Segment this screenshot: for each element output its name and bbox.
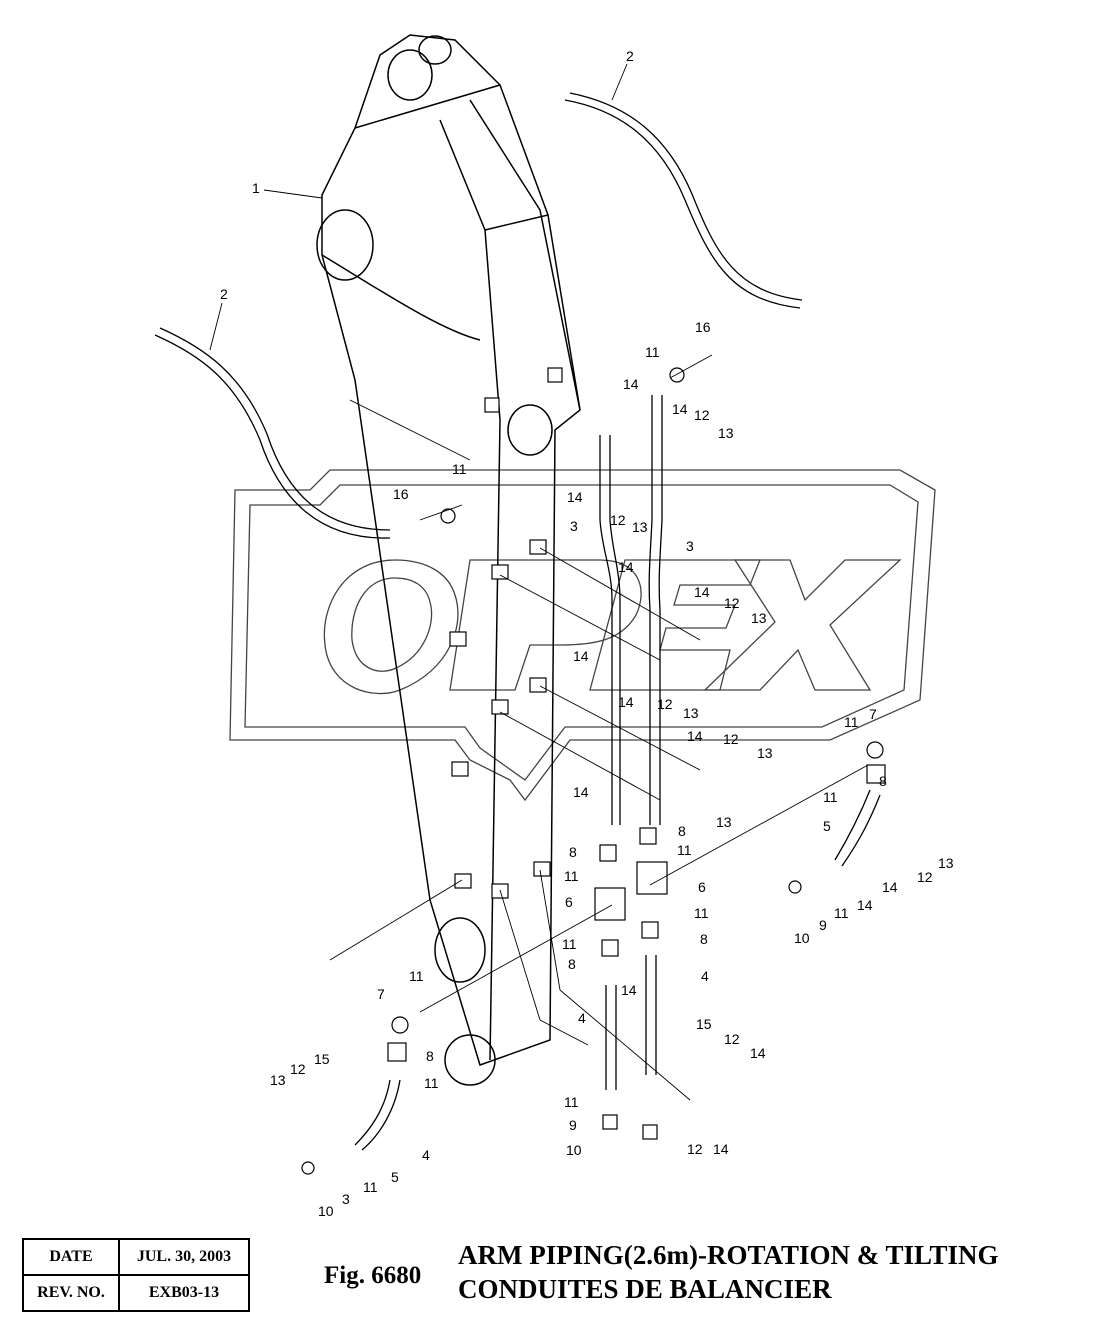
figure-title: ARM PIPING(2.6m)-ROTATION & TILTING COND… bbox=[458, 1238, 999, 1306]
callout-label: 3 bbox=[686, 538, 694, 554]
callout-label: 5 bbox=[823, 818, 831, 834]
callout-label: 11 bbox=[823, 789, 838, 805]
callout-label: 6 bbox=[565, 894, 573, 910]
callout-label: 12 bbox=[290, 1061, 306, 1077]
callout-label: 14 bbox=[672, 401, 688, 417]
callout-label: 11 bbox=[452, 461, 467, 477]
callout-label: 12 bbox=[723, 731, 739, 747]
callout-label: 11 bbox=[424, 1075, 439, 1091]
callout-label: 14 bbox=[618, 559, 634, 575]
callout-label: 14 bbox=[567, 489, 583, 505]
callout-label: 14 bbox=[623, 376, 639, 392]
callout-label: 2 bbox=[626, 48, 634, 64]
callout-label: 13 bbox=[270, 1072, 286, 1088]
callout-label: 7 bbox=[377, 986, 385, 1002]
callout-label: 11 bbox=[834, 905, 849, 921]
callout-label: 4 bbox=[578, 1010, 586, 1026]
leader-lines bbox=[209, 63, 869, 1101]
callout-label: 14 bbox=[573, 784, 589, 800]
callout-label: 13 bbox=[716, 814, 732, 830]
callout-label: 12 bbox=[724, 1031, 740, 1047]
callout-label: 10 bbox=[794, 930, 810, 946]
figure-number: Fig. 6680 bbox=[324, 1262, 422, 1289]
callout-label: 9 bbox=[569, 1117, 577, 1133]
callout-label: 5 bbox=[391, 1169, 399, 1185]
callout-label: 10 bbox=[318, 1203, 334, 1219]
callout-label: 4 bbox=[701, 968, 709, 984]
callout-label: 8 bbox=[700, 931, 708, 947]
date-label: DATE bbox=[22, 1238, 120, 1276]
callout-label: 12 bbox=[657, 696, 673, 712]
callout-label: 14 bbox=[694, 584, 710, 600]
callout-label: 6 bbox=[698, 879, 706, 895]
callout-label: 11 bbox=[677, 842, 692, 858]
callout-label: 14 bbox=[618, 694, 634, 710]
callout-labels: 1 2 2 3 3 3 4 4 4 4 5 5 6 6 7 7 8 8 8 8 … bbox=[220, 48, 954, 1219]
callout-label: 8 bbox=[568, 956, 576, 972]
callout-label: 2 bbox=[220, 286, 228, 302]
callout-label: 14 bbox=[713, 1141, 729, 1157]
callout-label: 8 bbox=[569, 844, 577, 860]
callout-label: 9 bbox=[819, 917, 827, 933]
callout-label: 11 bbox=[694, 905, 709, 921]
callout-label: 13 bbox=[751, 610, 767, 626]
callout-label: 8 bbox=[426, 1048, 434, 1064]
callout-label: 13 bbox=[718, 425, 734, 441]
callout-label: 13 bbox=[938, 855, 954, 871]
callout-label: 10 bbox=[566, 1142, 582, 1158]
callout-label: 12 bbox=[687, 1141, 703, 1157]
figure-title-french: CONDUITES DE BALANCIER bbox=[458, 1274, 832, 1304]
callout-label: 13 bbox=[632, 519, 648, 535]
callout-label: 15 bbox=[314, 1051, 330, 1067]
callout-label: 11 bbox=[645, 344, 660, 360]
date-value: JUL. 30, 2003 bbox=[118, 1238, 250, 1276]
callout-label: 14 bbox=[687, 728, 703, 744]
callout-label: 12 bbox=[724, 595, 740, 611]
callout-label: 11 bbox=[844, 714, 859, 730]
callout-label: 14 bbox=[750, 1045, 766, 1061]
revision-value: EXB03-13 bbox=[118, 1274, 250, 1312]
callout-label: 4 bbox=[422, 1147, 430, 1163]
callout-label: 14 bbox=[573, 648, 589, 664]
callout-label: 3 bbox=[342, 1191, 350, 1207]
arm-brackets bbox=[449, 367, 563, 899]
opex-watermark bbox=[229, 469, 936, 802]
callout-label: 13 bbox=[757, 745, 773, 761]
callout-label: 14 bbox=[857, 897, 873, 913]
callout-label: 14 bbox=[621, 982, 637, 998]
callout-label: 11 bbox=[363, 1179, 378, 1195]
callout-label: 8 bbox=[678, 823, 686, 839]
callout-label: 11 bbox=[562, 936, 577, 952]
revision-block: DATE JUL. 30, 2003 REV. NO. EXB03-13 bbox=[22, 1238, 250, 1312]
callout-label: 14 bbox=[882, 879, 898, 895]
callout-label: 8 bbox=[879, 773, 887, 789]
figure-title-english: ARM PIPING(2.6m)-ROTATION & TILTING bbox=[458, 1240, 999, 1270]
revision-label: REV. NO. bbox=[22, 1274, 120, 1312]
callout-label: 13 bbox=[683, 705, 699, 721]
callout-label: 16 bbox=[393, 486, 409, 502]
callout-label: 12 bbox=[917, 869, 933, 885]
callout-label: 11 bbox=[409, 968, 424, 984]
callout-label: 16 bbox=[695, 319, 711, 335]
callout-label: 7 bbox=[869, 706, 877, 722]
callout-label: 12 bbox=[694, 407, 710, 423]
hoses bbox=[154, 92, 881, 1151]
callout-label: 3 bbox=[570, 518, 578, 534]
callout-label: 11 bbox=[564, 1094, 579, 1110]
callout-label: 15 bbox=[696, 1016, 712, 1032]
callout-label: 11 bbox=[564, 868, 579, 884]
callout-label: 1 bbox=[252, 180, 260, 196]
callout-label: 12 bbox=[610, 512, 626, 528]
fittings bbox=[301, 367, 886, 1175]
arm-boom bbox=[316, 34, 581, 1086]
